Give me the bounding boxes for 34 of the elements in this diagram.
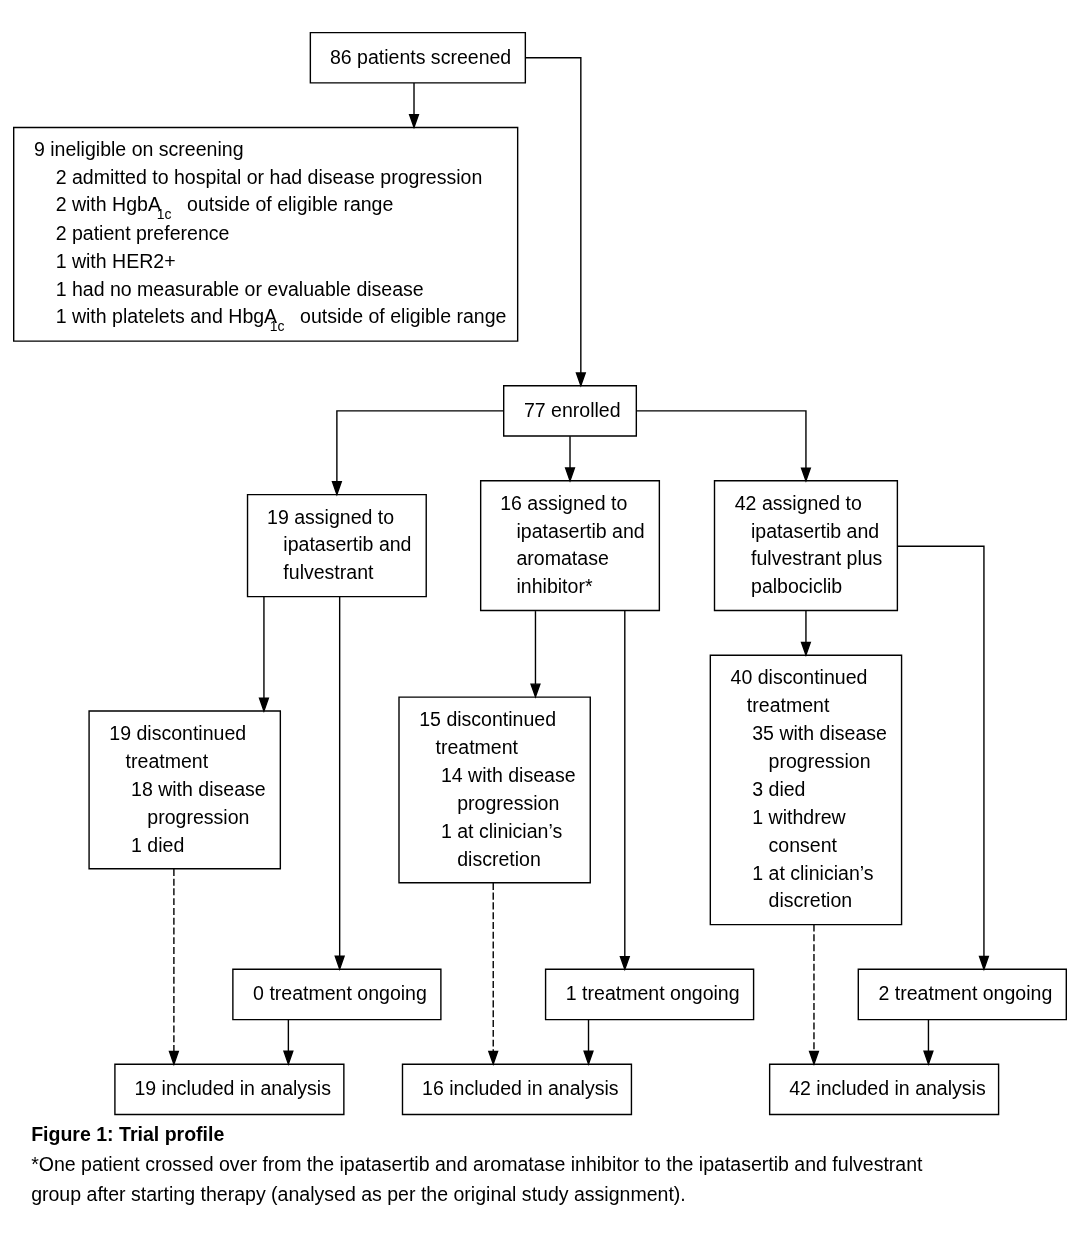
node-box: 15 discontinued treatment 14 with disease progression 1 at clinician’s discretion <box>398 696 591 884</box>
node-box: 16 included in analysis <box>401 1063 633 1116</box>
node-box: 77 enrolled <box>503 385 638 437</box>
node-box: 42 included in analysis <box>768 1063 1000 1116</box>
arrow <box>331 410 504 497</box>
arrow <box>258 596 270 713</box>
node-box: 19 discontinued treatment 18 with disease progression 1 died <box>88 710 282 870</box>
node-box: 2 treatment ongoing <box>857 968 1067 1021</box>
arrow <box>487 882 499 1067</box>
arrow <box>635 410 812 483</box>
arrow <box>408 82 420 130</box>
arrow <box>896 545 990 972</box>
node-box: 40 discontinued treatment 35 with disease progression 3 died 1 withdrew consent 1 at clinician’s discretion <box>709 654 903 926</box>
node-box: 86 patients screened <box>309 31 527 84</box>
arrow <box>583 1019 594 1066</box>
node-box: 19 included in analysis <box>114 1063 345 1116</box>
node-box: 19 assigned to ipatasertib and fulvestrant <box>246 493 427 598</box>
arrow <box>619 610 631 972</box>
arrow <box>923 1019 934 1066</box>
arrow <box>530 610 541 699</box>
arrow <box>168 868 180 1067</box>
node-box: 9 ineligible on screening 2 admitted to hospital or had disease progression 2 with HgbA$_{1c}$ outside of eligible range 2 patient preference 1 with HER2+ 1 had no measurable or evaluable disease 1 with platelets and HbgA$_{1c}$ outside of eligible range <box>13 126 519 342</box>
arrow <box>334 595 346 971</box>
caption: *One patient crossed over from the ipatasertib and aromatase inhibitor to the ipatasertib and fulvestrant group after starting therapy (analysed as per the original study assignment). <box>31 1153 923 1205</box>
arrow <box>524 57 587 388</box>
node-box: 16 assigned to ipatasertib and aromatase inhibitor* <box>479 480 661 612</box>
node-box: 1 treatment ongoing <box>544 968 755 1021</box>
arrow <box>283 1019 294 1066</box>
node-box: 42 assigned to ipatasertib and fulvestrant plus palbociclib <box>713 480 899 612</box>
diagram-title: Figure 1: Trial profile <box>31 1122 225 1145</box>
arrow <box>564 435 576 483</box>
arrow <box>800 610 812 658</box>
arrow <box>808 924 820 1067</box>
node-box: 0 treatment ongoing <box>232 968 442 1021</box>
